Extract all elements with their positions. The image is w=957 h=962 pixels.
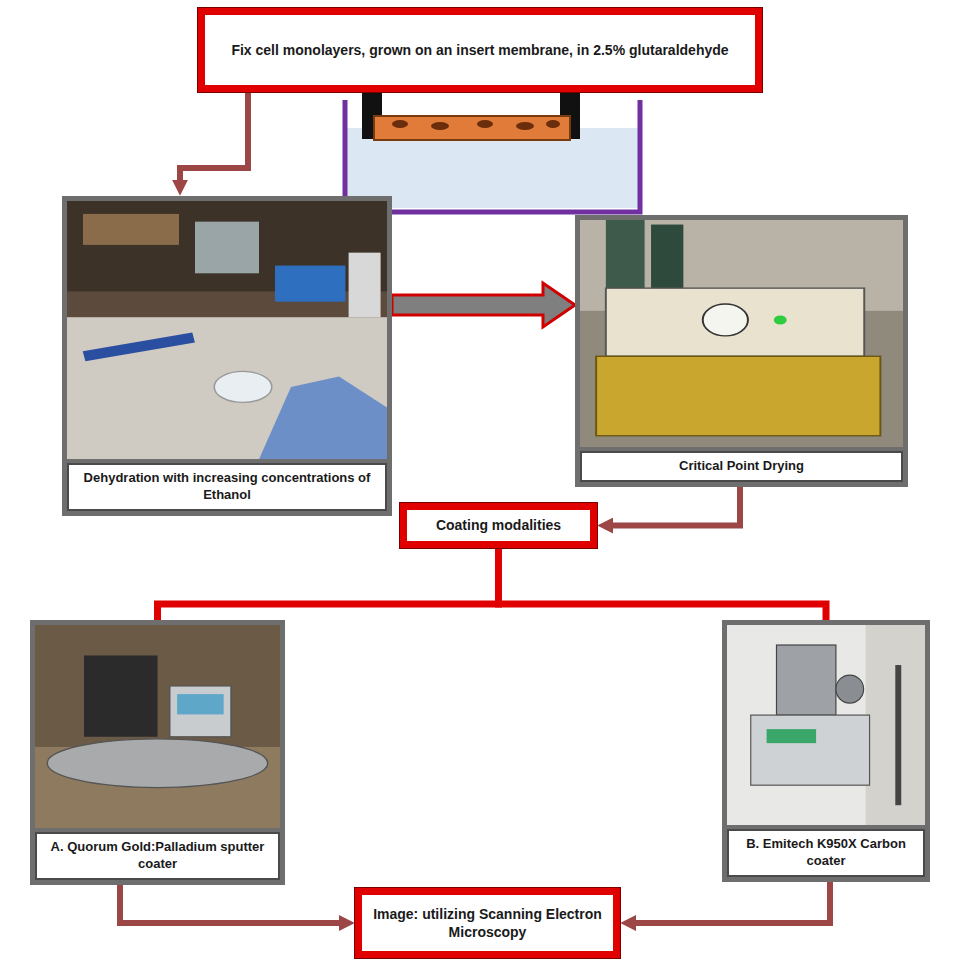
caption-text: A. Quorum Gold:Palladium sputter coater (43, 839, 272, 873)
text-group: Fix cell monolayers, grown on an insert … (231, 41, 728, 59)
photo-drawing (727, 625, 925, 825)
bracket-line (158, 548, 499, 620)
step-text: Coating modalities (436, 516, 561, 534)
caption-text: Critical Point Drying (588, 458, 895, 475)
photo-drawing (67, 201, 387, 459)
step-box: Image: utilizing Scanning Electron Micro… (355, 888, 620, 958)
step-text: Image: utilizing Scanning Electron Micro… (372, 905, 603, 941)
caption-text: B. Emitech K950X Carbon coater (735, 836, 917, 870)
photo-drawing (580, 220, 903, 447)
flow-arrow (610, 487, 740, 526)
photo-drawing (35, 625, 280, 828)
caption-box: Dehydration with increasing concentratio… (67, 463, 387, 511)
flow-arrow (633, 882, 830, 923)
cell-dots (392, 120, 560, 130)
caption-text: Dehydration with increasing concentratio… (75, 470, 379, 504)
photo-panel: B. Emitech K950X Carbon coater (722, 620, 930, 882)
step-box: Fix cell monolayers, grown on an insert … (198, 8, 762, 92)
photo-panel: A. Quorum Gold:Palladium sputter coater (30, 620, 285, 885)
membrane (374, 116, 570, 140)
caption-box: Critical Point Drying (580, 451, 903, 482)
flow-arrow (120, 885, 342, 923)
equipment-photo (67, 201, 387, 459)
photo-panel: Critical Point Drying (575, 215, 908, 487)
step-box: Coating modalities (400, 503, 597, 548)
text-group: Image: utilizing Scanning Electron Micro… (372, 905, 603, 941)
step-text: Fix cell monolayers, grown on an insert … (231, 41, 728, 59)
caption-box: A. Quorum Gold:Palladium sputter coater (35, 832, 280, 880)
photo-panel: Dehydration with increasing concentratio… (62, 196, 392, 516)
block-arrow (392, 283, 575, 327)
equipment-photo (35, 625, 280, 828)
flow-arrow (180, 92, 248, 183)
text-group: Coating modalities (436, 516, 561, 534)
bracket-line (499, 548, 827, 620)
equipment-photo (580, 220, 903, 447)
equipment-photo (727, 625, 925, 825)
caption-box: B. Emitech K950X Carbon coater (727, 829, 925, 877)
